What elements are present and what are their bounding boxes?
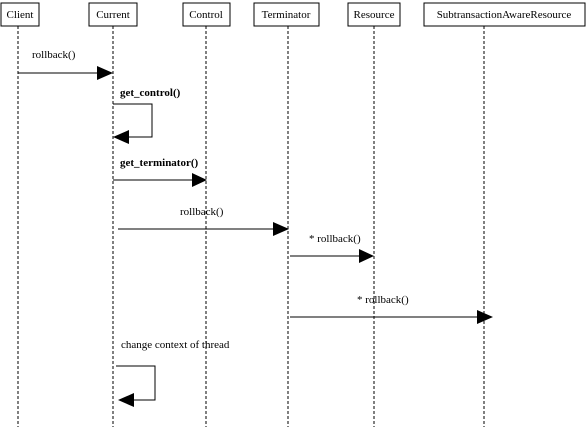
- participant-control: Control: [182, 2, 231, 27]
- message-label: get_terminator(): [120, 157, 199, 169]
- participant-label-subtransaction-aware-resource: SubtransactionAwareResource: [437, 9, 572, 21]
- message-get-control-self: get_control(): [113, 87, 181, 144]
- message-get-terminator-current-to-control: get_terminator(): [113, 157, 207, 187]
- participant-label-current: Current: [96, 9, 130, 21]
- message-label: change context of thread: [121, 339, 230, 351]
- participant-terminator: Terminator: [253, 2, 320, 27]
- participant-subtransaction-aware-resource: SubtransactionAwareResource: [423, 2, 586, 27]
- participant-label-terminator: Terminator: [262, 9, 311, 21]
- message-change-context-of-thread-self: change context of thread: [116, 339, 230, 407]
- participant-label-client: Client: [7, 9, 34, 21]
- message-label: get_control(): [120, 87, 181, 99]
- participant-label-control: Control: [189, 9, 223, 21]
- message-label: rollback(): [180, 206, 224, 218]
- message-rollback-client-to-current: rollback(): [18, 49, 113, 80]
- participant-label-resource: Resource: [354, 9, 395, 21]
- participant-client: Client: [0, 2, 40, 27]
- participant-current: Current: [88, 2, 138, 27]
- message-label: rollback(): [32, 49, 76, 61]
- message-rollback-terminator-to-subtransaction-aware-resource: * rollback(): [290, 294, 493, 324]
- message-rollback-terminator-to-resource: * rollback(): [290, 233, 374, 263]
- participant-resource: Resource: [347, 2, 401, 27]
- message-rollback-current-to-terminator: rollback(): [118, 206, 289, 236]
- message-label: * rollback(): [357, 294, 409, 306]
- message-label: * rollback(): [309, 233, 361, 245]
